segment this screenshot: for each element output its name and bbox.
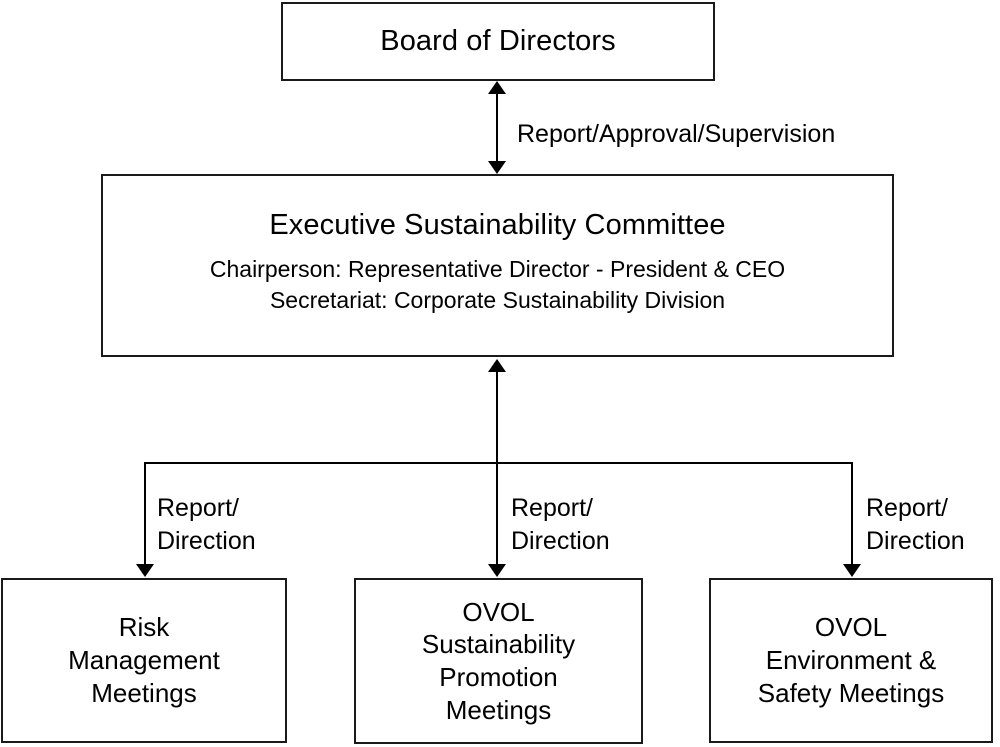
node-committee-secretariat: Secretariat: Corporate Sustainability Di… — [269, 286, 726, 313]
node-ovol-environment-safety-meetings-title: OVOL Environment & Safety Meetings — [757, 612, 945, 708]
node-executive-sustainability-committee: Executive Sustainability Committee Chair… — [101, 174, 894, 357]
node-ovol-sustainability-promotion-meetings: OVOL Sustainability Promotion Meetings — [354, 578, 643, 744]
node-ovol-sustainability-promotion-meetings-title: OVOL Sustainability Promotion Meetings — [421, 596, 576, 725]
edge-label-report-direction-center: Report/ Direction — [511, 494, 610, 556]
node-risk-management-meetings: Risk Management Meetings — [1, 578, 287, 743]
connector-committee-to-environment-meetings — [851, 462, 853, 569]
connector-board-to-committee — [496, 89, 498, 166]
arrowhead-up-icon — [488, 359, 506, 372]
arrowhead-down-icon — [488, 161, 506, 174]
node-board-of-directors-title: Board of Directors — [380, 25, 616, 58]
arrowhead-down-icon — [843, 564, 861, 577]
arrowhead-up-icon — [488, 81, 506, 94]
node-board-of-directors: Board of Directors — [281, 2, 715, 81]
edge-label-report-approval-supervision: Report/Approval/Supervision — [517, 120, 836, 148]
edge-label-report-direction-right: Report/ Direction — [866, 494, 965, 556]
arrowhead-down-icon — [136, 564, 154, 577]
node-committee-title: Executive Sustainability Committee — [269, 209, 726, 241]
edge-label-report-direction-left: Report/ Direction — [157, 494, 256, 556]
arrowhead-down-icon — [488, 564, 506, 577]
node-committee-chairperson: Chairperson: Representative Director - P… — [209, 256, 786, 283]
connector-committee-to-risk-meetings — [144, 462, 146, 569]
node-risk-management-meetings-title: Risk Management Meetings — [68, 612, 220, 708]
connector-committee-to-sustainability-meetings — [496, 367, 498, 569]
node-ovol-environment-safety-meetings: OVOL Environment & Safety Meetings — [709, 578, 993, 743]
connector-horizontal-bus — [144, 462, 853, 464]
